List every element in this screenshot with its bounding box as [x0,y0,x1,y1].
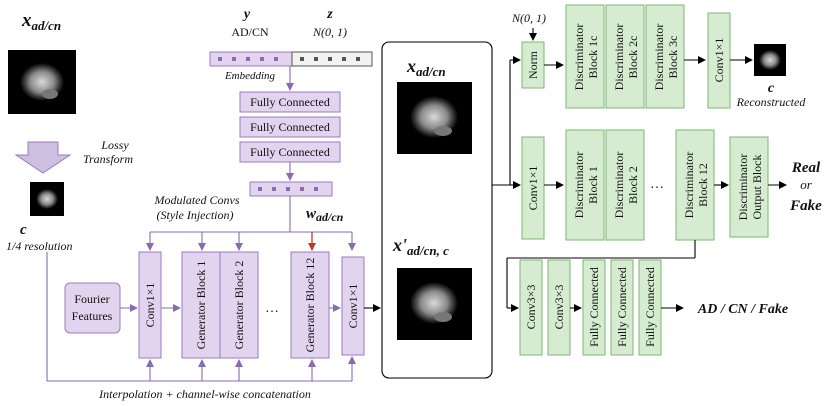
disc-block-3c [645,4,685,109]
norm-label: Norm [526,50,540,79]
disc-block-1c-l1: Discriminator [572,24,586,91]
disc-output-block [729,136,769,238]
generator-block-12-label: Generator Block 12 [303,258,317,353]
n01-label: N(0, 1) [511,11,546,25]
c-caption: 1/4 resolution [6,239,73,253]
disc-block-3c-l1: Discriminator [652,24,666,91]
brain-image-full [8,50,76,114]
fully-connected-3-label: Fully Connected [250,145,330,159]
reconstructed-label: Reconstructed [736,95,807,109]
w-ad-cn-label: wad/cn [306,206,344,224]
conv-c-label: Conv1×1 [712,38,726,83]
conv-main-block [521,136,545,240]
interpolation-caption: Interpolation + channel-wise concatenati… [98,387,311,401]
generator-block-1-label: Generator Block 1 [194,261,208,350]
lossy-label: Lossy [100,138,129,152]
disc-block-2c [605,4,645,109]
lossy-transform-arrow [14,141,72,174]
generator-block-2-label: Generator Block 2 [232,261,246,350]
embedding-label: Embedding [224,70,276,82]
z-label: z [326,7,333,22]
fully-connected-1 [239,91,341,113]
disc-block-12-l2: Block 12 [696,163,710,207]
brain-image-low-res [30,182,64,216]
y-value: AD/CN [231,25,269,39]
modulated-convs-label: Modulated Convs [154,193,240,207]
generator-conv-in-label: Conv1×1 [143,283,157,328]
fc-b [610,259,634,356]
disc-block-12-l1: Discriminator [682,152,696,219]
disc-block-1c [565,4,605,109]
disc-output-l2: Output Block [750,155,764,220]
conv33-a-label: Conv3×3 [524,285,538,330]
generator-block-2 [219,251,259,359]
fourier-features-block [64,282,121,334]
generator-conv-out [341,256,365,356]
brain-image-reconstructed [754,44,786,76]
disc-block-2c-l2: Block 2c [626,36,640,79]
c-label: c [20,222,27,238]
style-injection-label: (Style Injection) [157,208,234,222]
disc-block-2c-l1: Discriminator [612,24,626,91]
y-label: y [242,7,251,22]
class-output-label: AD / CN / Fake [697,302,788,317]
disc-block-1c-l2: Block 1c [586,36,600,79]
fc-c-label: Fully Connected [643,267,657,347]
generator-dots: … [265,301,279,316]
disc-block-1 [565,129,605,241]
fully-connected-2 [239,116,341,138]
fourier-label: Fourier [74,292,109,306]
fully-connected-2-label: Fully Connected [250,120,330,134]
fc-a-label: Fully Connected [587,267,601,347]
reconstructed-c-label: c [768,81,775,96]
fc-a [582,259,606,356]
style-vector [249,181,333,197]
center-x-label: xad/cn [406,56,446,79]
conv33-b-label: Conv3×3 [552,285,566,330]
generator-conv-in [138,251,162,359]
generator-block-12 [290,251,330,359]
generator-conv-out-label: Conv1×1 [346,284,360,329]
or-label: or [800,177,813,192]
conv33-a [519,259,543,356]
conv-main-label: Conv1×1 [526,166,540,211]
x-ad-cn-label: xad/cn [21,10,61,33]
disc-block-2-l2: Block 2 [626,166,640,204]
center-xprime-label: x'ad/cn, c [392,235,449,258]
disc-block-2-l1: Discriminator [612,152,626,219]
fake-label: Fake [789,198,822,214]
disc-block-3c-l2: Block 3c [666,36,680,79]
transform-label: Transform [83,152,133,166]
brain-image-generated [397,82,472,154]
generator-block-1 [181,251,221,359]
embedding-vector [209,51,373,67]
disc-dots: … [650,177,664,192]
real-label: Real [791,160,821,176]
disc-block-1-l1: Discriminator [572,152,586,219]
disc-block-2 [605,129,645,241]
z-value: N(0, 1) [312,25,347,39]
fc-b-label: Fully Connected [615,267,629,347]
disc-output-l1: Discriminator [736,154,750,221]
brain-image-generated-with-c [397,268,472,340]
features-label: Features [72,309,113,323]
disc-block-1-l2: Block 1 [586,166,600,204]
fully-connected-1-label: Fully Connected [250,95,330,109]
